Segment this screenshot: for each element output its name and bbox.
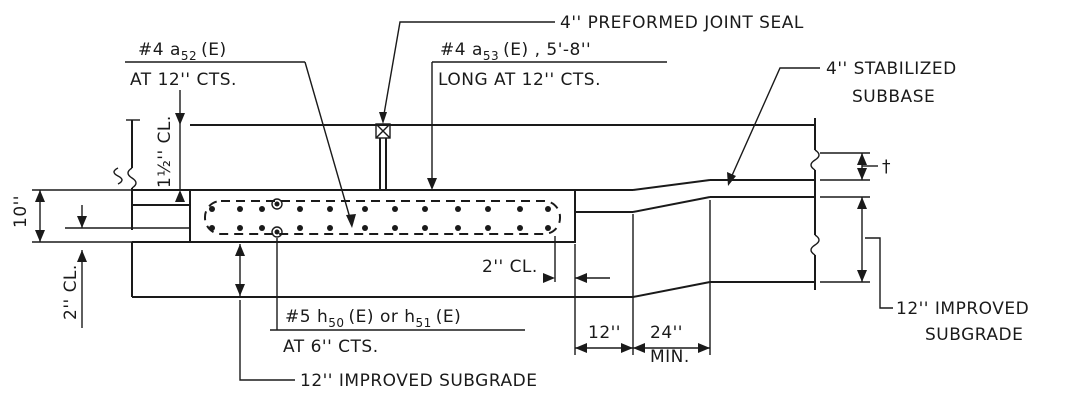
a52-leader <box>304 61 353 226</box>
stabilized-label-2: SUBBASE <box>852 87 935 107</box>
improved-right-label-2: SUBGRADE <box>925 325 1023 345</box>
dagger-label: † <box>882 157 891 177</box>
rebar-dot <box>517 206 523 212</box>
rebar-dot <box>259 206 265 212</box>
stabilized-leader <box>729 67 820 181</box>
rebar-dot <box>545 225 551 231</box>
longitudinal-bar-top <box>274 201 280 207</box>
h-bar-label: #5 h50(E) or h51(E) <box>285 307 461 330</box>
arrow-cl-1half-bottom <box>175 190 185 202</box>
a53-label: #4 a53(E) , 5'-8'' <box>440 40 591 63</box>
rebar-dots <box>209 198 551 238</box>
joint-seal-x2 <box>375 123 391 139</box>
arrow-ten-bottom <box>35 230 45 242</box>
longitudinal-bar-bottom <box>274 229 280 235</box>
dim-12-label: 12'' <box>588 323 621 343</box>
rebar-dot <box>392 225 398 231</box>
rebar-dot <box>209 206 215 212</box>
dim-min-label: MIN. <box>650 347 690 367</box>
improved-right-label-1: 12'' IMPROVED <box>896 299 1029 319</box>
rebar-dot <box>392 206 398 212</box>
arrow-right-2-top <box>857 197 867 209</box>
rebar-dot <box>327 206 333 212</box>
rebar-dot <box>485 225 491 231</box>
text-labels: 4'' PREFORMED JOINT SEAL #4 a52(E) AT 12… <box>11 13 1029 391</box>
two-cl-right-label: 2'' CL. <box>482 257 538 277</box>
rebar-dot <box>297 225 303 231</box>
arrow-dim-12-right <box>621 343 633 353</box>
left-break-symbol <box>127 167 137 189</box>
a52-spacing-label: AT 12'' CTS. <box>130 70 237 90</box>
two-cl-left-label: 2'' CL. <box>61 264 81 320</box>
rebar-dot <box>545 206 551 212</box>
a53-spacing-label: LONG AT 12'' CTS. <box>438 70 601 90</box>
arrow-a53 <box>427 178 437 190</box>
rebar-dot <box>455 206 461 212</box>
top-left-break-symbol <box>113 167 123 185</box>
arrow-2cl-right <box>575 273 587 283</box>
arrow-right-1-top <box>857 153 867 165</box>
arrow-left-2cl <box>77 250 87 262</box>
arrow-dim-24-right <box>698 343 710 353</box>
arrow-subgrade-top <box>235 244 245 256</box>
arrow-stabilized <box>727 172 736 186</box>
arrow-ten-top <box>35 190 45 202</box>
arrow-2cl-right-inner <box>543 273 555 283</box>
rebar-dot <box>422 225 428 231</box>
sleeper-slab <box>189 189 576 243</box>
improved-bottom-label: 12'' IMPROVED SUBGRADE <box>300 371 537 391</box>
subbase-slope-bottom <box>632 196 711 213</box>
subgrade-bottom-slope <box>632 281 711 298</box>
arrow-right-1-bottom <box>857 168 867 180</box>
cl-1half-label: 1½'' CL. <box>155 115 175 188</box>
rebar-dot <box>362 206 368 212</box>
rebar-dot <box>362 225 368 231</box>
right-break-symbol-2 <box>810 234 820 256</box>
rebar-dot <box>209 225 215 231</box>
ten-in-label: 10'' <box>11 195 31 228</box>
stabilized-label-1: 4'' STABILIZED <box>826 59 957 79</box>
rebar-dot <box>259 225 265 231</box>
improved-right-leader <box>865 237 893 309</box>
dim-24-label: 24'' <box>650 323 683 343</box>
joint-seal-label: 4'' PREFORMED JOINT SEAL <box>560 13 804 33</box>
arrow-subgrade-bottom <box>235 284 245 296</box>
a52-label: #4 a52(E) <box>138 40 227 63</box>
rebar-dot <box>327 225 333 231</box>
rebar-dot <box>455 225 461 231</box>
rebar-dot <box>237 206 243 212</box>
subbase-slope-top <box>632 179 711 191</box>
arrow-right-2-bottom <box>857 270 867 282</box>
longitudinal-bar-ring-bottom <box>271 226 283 238</box>
rebar-dot <box>297 206 303 212</box>
h-bar-spacing-label: AT 6'' CTS. <box>283 337 379 357</box>
improved-bottom-leader <box>239 300 295 381</box>
arrow-cl-1half-top <box>175 113 185 125</box>
arrow-dim-24-left <box>633 343 645 353</box>
pavement-structure <box>113 118 820 355</box>
arrow-left-inner-top <box>77 216 87 228</box>
arrow-a52 <box>346 214 356 228</box>
rebar-dot <box>517 225 523 231</box>
arrowheads <box>35 112 867 353</box>
longitudinal-bar-ring-top <box>271 198 283 210</box>
rebar-dot <box>422 206 428 212</box>
arrow-joint-seal <box>379 112 387 124</box>
rebar-dot <box>485 206 491 212</box>
arrow-dim-12-left <box>575 343 587 353</box>
stirrup-reinforcement <box>204 200 561 235</box>
rebar-dot <box>237 225 243 231</box>
joint-seal-leader <box>382 21 555 121</box>
right-break-symbol-1 <box>810 149 820 171</box>
